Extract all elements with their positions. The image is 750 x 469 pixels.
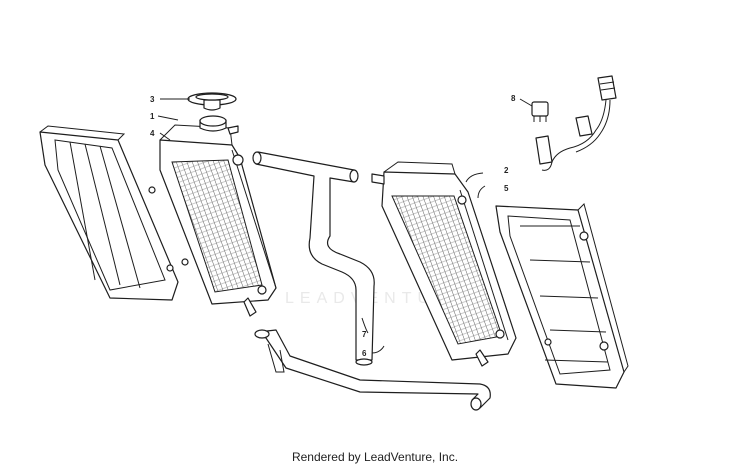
- left-radiator: [159, 115, 277, 317]
- footer-credit: Rendered by LeadVenture, Inc.: [291, 450, 459, 464]
- upper-coolant-hose: [252, 151, 375, 366]
- left-radiator-shroud: [39, 125, 179, 301]
- leader-lines: [157, 98, 533, 354]
- right-radiator: [371, 161, 517, 367]
- radiator-cap: [187, 92, 237, 111]
- callout-2: 2: [504, 166, 509, 175]
- callout-8: 8: [511, 94, 516, 103]
- callout-6: 6: [362, 349, 367, 358]
- lower-coolant-hose: [254, 329, 491, 411]
- callout-5: 5: [504, 184, 509, 193]
- fan-wiring-harness: [531, 75, 617, 171]
- right-radiator-shroud: [495, 203, 629, 389]
- callout-1: 1: [150, 112, 155, 121]
- callout-3: 3: [150, 95, 155, 104]
- callout-7: 7: [362, 330, 367, 339]
- callout-4: 4: [150, 129, 155, 138]
